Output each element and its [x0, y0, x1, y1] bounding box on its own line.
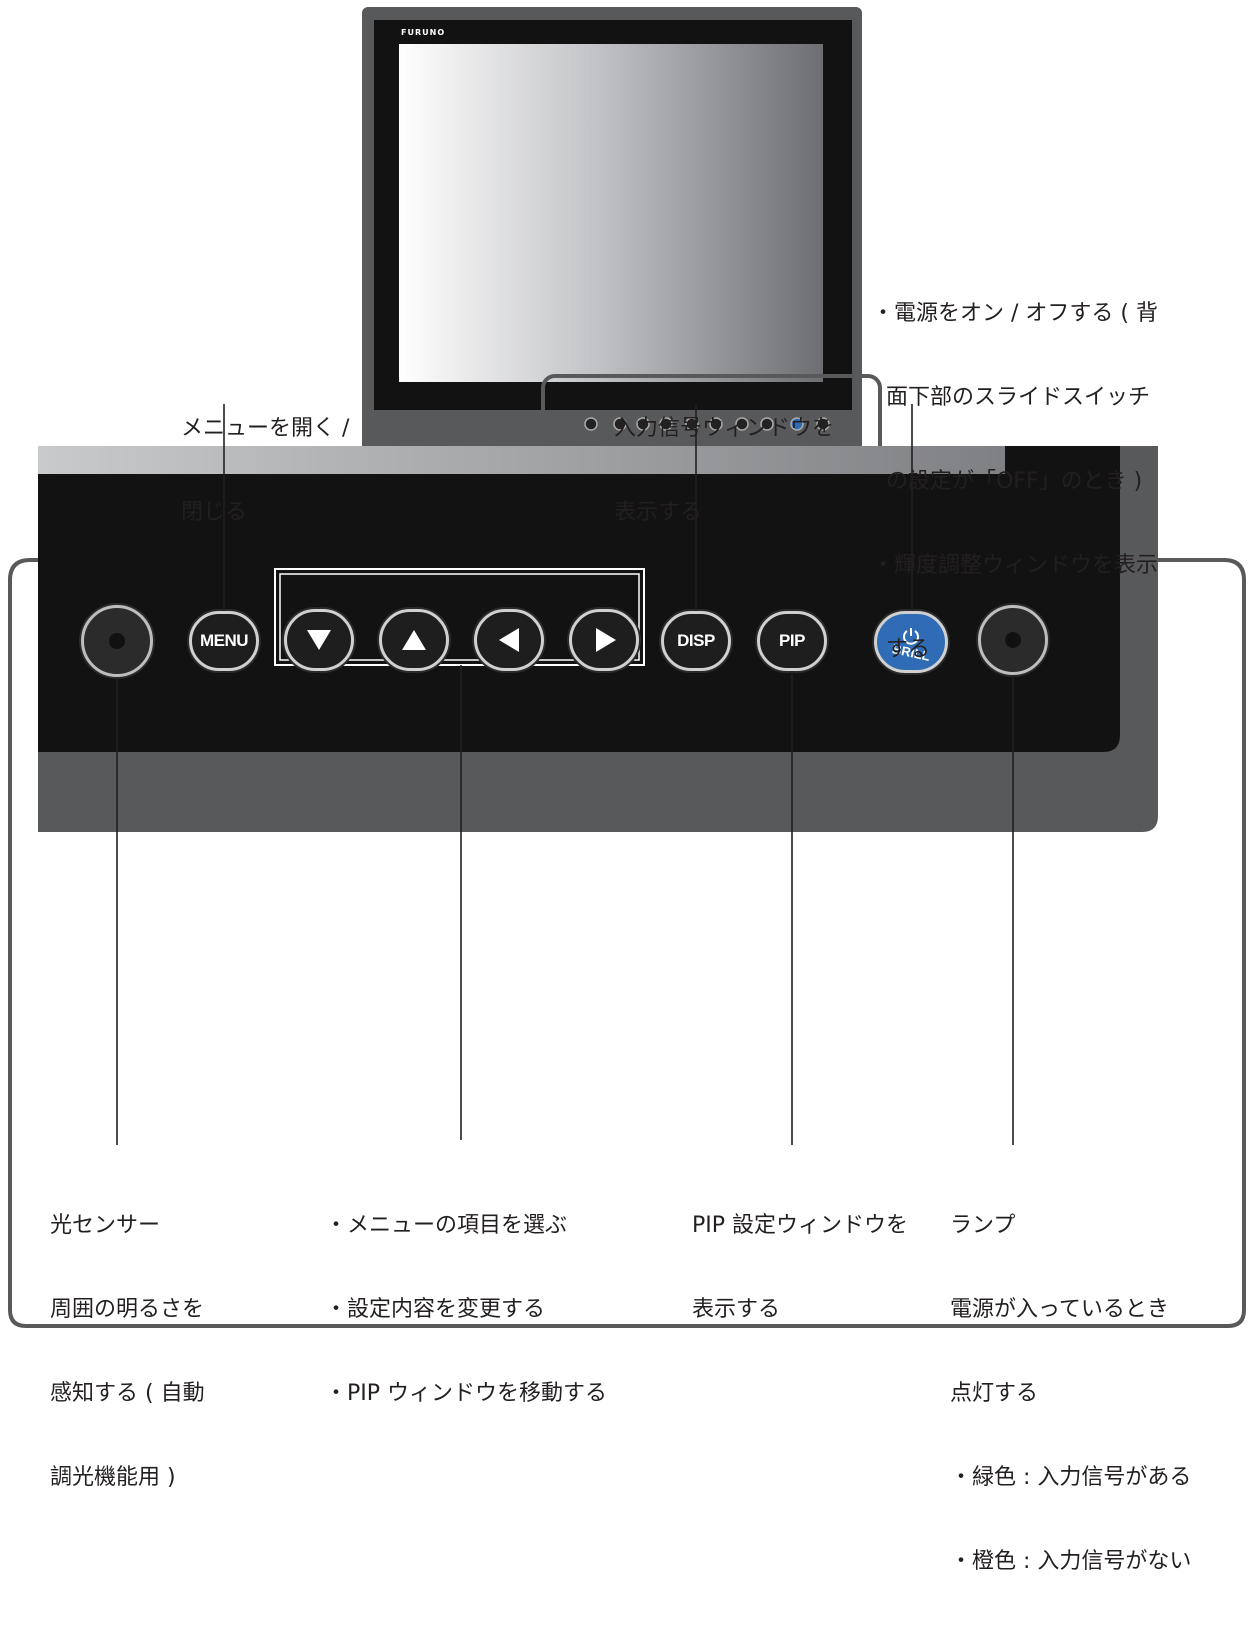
callout-lamp-line: ・橙色 : 入力信号がない — [950, 1549, 1192, 1574]
monitor-overview — [362, 7, 882, 566]
pip-button[interactable]: PIP — [757, 611, 827, 671]
callout-sensor-line: 周囲の明るさを — [50, 1297, 205, 1322]
leader-lines — [116, 404, 1014, 1145]
callout-lamp-line: 点灯する — [950, 1381, 1039, 1406]
callout-sensor: 光センサー 周囲の明るさを 感知する ( 自動 調光機能用 ) — [50, 1156, 205, 1548]
right-arrow-icon — [596, 628, 616, 652]
menu-button-label: MENU — [199, 631, 249, 650]
status-lamp — [978, 605, 1048, 675]
callout-pip-line: 表示する — [692, 1297, 781, 1322]
callout-brill: ・電源をオン / オフする ( 背 面下部のスライドスイッチ の設定が「OFF」… — [872, 244, 1158, 720]
callout-menu-line: 閉じる — [181, 500, 248, 525]
panel-bezel — [38, 446, 1120, 752]
pip-button-label: PIP — [779, 631, 805, 650]
callout-lamp: ランプ 電源が入っているとき 点灯する ・緑色 : 入力信号がある ・橙色 : … — [950, 1156, 1191, 1632]
left-arrow-button[interactable] — [474, 609, 544, 671]
callout-sensor-line: 調光機能用 ) — [50, 1465, 176, 1490]
callout-lamp-line: ・緑色 : 入力信号がある — [950, 1465, 1192, 1490]
callout-arrows: ・メニューの項目を選ぶ ・設定内容を変更する ・PIP ウィンドウを移動する — [325, 1156, 607, 1464]
callout-brill-line: する — [872, 637, 930, 662]
brand-logo: FURUNO — [401, 28, 446, 37]
disp-button-label: DISP — [677, 631, 715, 650]
disp-button[interactable]: DISP — [661, 611, 731, 671]
callout-arrows-line: ・PIP ウィンドウを移動する — [325, 1381, 608, 1406]
callout-disp-line: 入力信号ウィンドウを — [614, 416, 835, 441]
down-arrow-button[interactable] — [284, 609, 354, 671]
menu-button[interactable]: MENU — [189, 611, 259, 671]
callout-pip: PIP 設定ウィンドウを 表示する — [692, 1156, 908, 1380]
panel-screen-edge — [38, 446, 1005, 474]
callout-disp-line: 表示する — [614, 500, 703, 525]
light-sensor — [81, 605, 153, 677]
callout-arrows-line: ・メニューの項目を選ぶ — [325, 1213, 568, 1238]
mini-keypad — [584, 417, 830, 431]
callout-menu-line: メニューを開く / — [181, 416, 350, 441]
callout-arrows-line: ・設定内容を変更する — [325, 1297, 546, 1322]
callout-menu: メニューを開く / 閉じる — [181, 359, 349, 583]
power-brill-button[interactable]: BRILL — [874, 611, 948, 673]
callout-disp: 入力信号ウィンドウを 表示する — [614, 359, 834, 583]
diagram: FURUNO MENU — [8, 7, 1246, 1574]
callout-lamp-line: ランプ — [950, 1213, 1016, 1238]
right-arrow-button[interactable] — [569, 609, 639, 671]
callout-brill-line: 面下部のスライドスイッチ — [872, 385, 1150, 410]
callout-lamp-line: 電源が入っているとき — [950, 1297, 1169, 1322]
callout-brill-line: ・輝度調整ウィンドウを表示 — [872, 553, 1159, 578]
callout-sensor-line: 感知する ( 自動 — [50, 1381, 205, 1406]
up-arrow-icon — [402, 630, 426, 650]
power-icon — [903, 627, 919, 645]
down-arrow-icon — [307, 630, 331, 650]
callout-brill-line: の設定が「OFF」のとき ) — [872, 469, 1143, 494]
monitor-screen — [399, 44, 823, 382]
callout-sensor-line: 光センサー — [50, 1213, 161, 1238]
left-arrow-icon — [499, 628, 519, 652]
up-arrow-button[interactable] — [379, 609, 449, 671]
callout-pip-line: PIP 設定ウィンドウを — [692, 1213, 909, 1238]
callout-brill-line: ・電源をオン / オフする ( 背 — [872, 301, 1158, 326]
